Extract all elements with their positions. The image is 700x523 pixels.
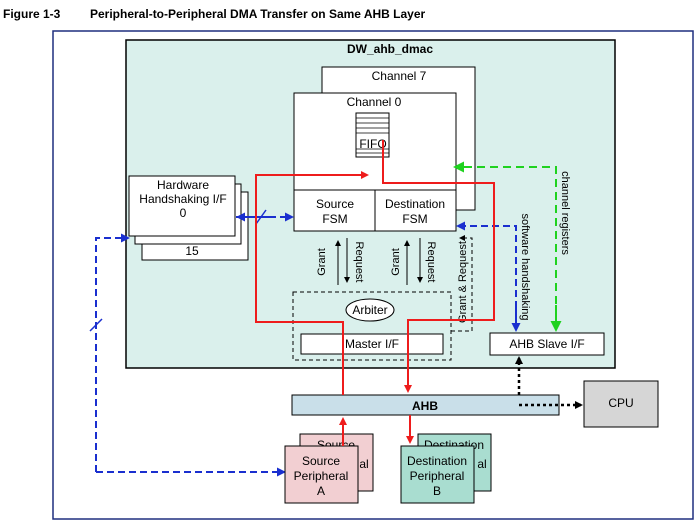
figure-frame bbox=[52, 30, 694, 520]
destination-fsm-box bbox=[374, 189, 457, 232]
grant-label-dst: Grant bbox=[390, 248, 402, 276]
channel-registers-path bbox=[453, 161, 557, 330]
channel-registers-label: channel registers bbox=[559, 171, 571, 255]
source-peripheral-front bbox=[284, 445, 359, 504]
peripheral-handshake-slash bbox=[89, 318, 103, 332]
handshake-label-1: Hardware bbox=[157, 178, 209, 192]
destination-fsm-label-2: FSM bbox=[402, 212, 427, 226]
grant-request-label: Grant & Request bbox=[457, 241, 469, 323]
dmac-title: DW_ahb_dmac bbox=[347, 42, 433, 56]
source-front-label-1: Source bbox=[302, 454, 340, 468]
destination-front-label-2: Peripheral bbox=[410, 469, 465, 483]
figure-title: Peripheral-to-Peripheral DMA Transfer on… bbox=[90, 7, 426, 21]
source-fsm-label-1: Source bbox=[316, 197, 354, 211]
source-front-label-3: A bbox=[317, 484, 325, 498]
fifo-label: FIFO bbox=[359, 137, 386, 151]
ahb-bus bbox=[291, 394, 560, 416]
grant-label-src: Grant bbox=[316, 248, 328, 276]
red-path-from-fifo bbox=[382, 140, 495, 393]
arbiter-group bbox=[292, 291, 452, 361]
handshake-back-index: 15 bbox=[185, 244, 199, 258]
hw-handshake-slash bbox=[255, 209, 267, 225]
source-front-label-2: Peripheral bbox=[294, 469, 349, 483]
destination-front-label-1: Destination bbox=[407, 454, 467, 468]
cpu-box bbox=[583, 380, 659, 428]
grant-request-signals bbox=[335, 238, 423, 285]
red-path-to-fifo bbox=[255, 171, 369, 395]
destination-fsm-label-1: Destination bbox=[385, 197, 445, 211]
handshake-front-box bbox=[128, 175, 236, 237]
channel-0-label: Channel 0 bbox=[347, 95, 402, 109]
handshake-label-2: Handshaking I/F bbox=[139, 192, 226, 206]
ahb-slave-if-box bbox=[489, 332, 605, 356]
software-handshaking-label: software handshaking bbox=[519, 213, 531, 320]
destination-back-label-2: al bbox=[477, 457, 486, 471]
arbiter-oval bbox=[345, 298, 395, 322]
source-fsm-box bbox=[293, 189, 376, 232]
cpu-label: CPU bbox=[608, 396, 633, 410]
ahb-slave-if-label: AHB Slave I/F bbox=[509, 337, 584, 351]
destination-front-label-3: B bbox=[433, 484, 441, 498]
software-handshaking-path bbox=[456, 221, 517, 330]
destination-peripheral-front bbox=[400, 445, 475, 504]
handshake-label-3: 0 bbox=[180, 206, 187, 220]
channel-7-label: Channel 7 bbox=[372, 69, 427, 83]
grant-request-dashed bbox=[451, 235, 473, 332]
arbiter-label: Arbiter bbox=[352, 303, 387, 317]
source-fsm-label-2: FSM bbox=[322, 212, 347, 226]
source-back-label-2: al bbox=[359, 457, 368, 471]
peripheral-handshake-path bbox=[95, 233, 130, 472]
request-label-dst: Request bbox=[425, 242, 437, 283]
figure-number: Figure 1-3 bbox=[3, 7, 61, 21]
ahb-bus-label: AHB bbox=[412, 399, 438, 413]
request-label-src: Request bbox=[353, 242, 365, 283]
master-if-label: Master I/F bbox=[345, 337, 399, 351]
